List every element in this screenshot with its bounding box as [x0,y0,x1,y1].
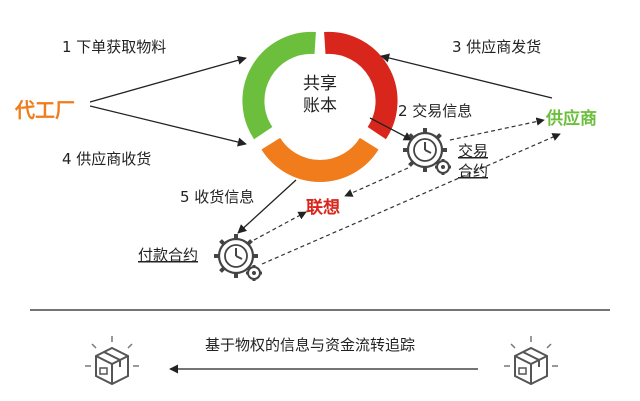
solid-arrows [89,53,553,234]
ring-segment-red [324,31,398,140]
dashed-trade-to-supplier [449,117,545,141]
ring-segment-green [242,31,316,140]
arrow-factory-to-ledger-receive [89,105,247,147]
step2-label: 2 交易信息 [398,102,472,120]
ring-segment-orange [261,137,379,182]
payment-contract-label: 付款合约 [138,246,198,264]
lenovo-node: 联想 [306,197,340,218]
trade-contract-line2: 合约 [458,162,488,180]
gear-clock-icon [401,126,453,177]
box-icon-right [503,335,559,385]
arrow-ledger-to-payment-contract [237,179,297,234]
gear-clock-icon [212,232,264,283]
payment-contract: 付款合约 [138,232,264,283]
tracking-caption: 基于物权的信息与资金流转追踪 [205,336,415,354]
dashed-payment-to-lenovo [253,211,307,241]
arrow-factory-to-ledger [89,55,247,103]
arrow-ledger-to-trade-contract [369,117,413,141]
shared-ledger-ring: 共享 账本 [242,31,398,182]
dashed-payment-to-supplier [261,133,561,265]
dashed-trade-to-lenovo [344,167,409,197]
step4-label: 4 供应商收货 [62,150,151,168]
trade-contract: 交易 合约 [401,126,488,180]
factory-node: 代工厂 [14,98,75,122]
dashed-arrows [253,117,561,265]
ledger-label-line1: 共享 [303,74,337,94]
arrow-supplier-to-ledger [380,53,553,99]
step5-label: 5 收货信息 [180,188,254,206]
supplier-node: 供应商 [545,108,597,129]
trade-contract-line1: 交易 [458,142,488,160]
ledger-label-line2: 账本 [303,96,337,116]
step3-label: 3 供应商发货 [452,38,541,56]
step1-label: 1 下单获取物料 [62,38,166,56]
box-icon-left [84,335,140,385]
